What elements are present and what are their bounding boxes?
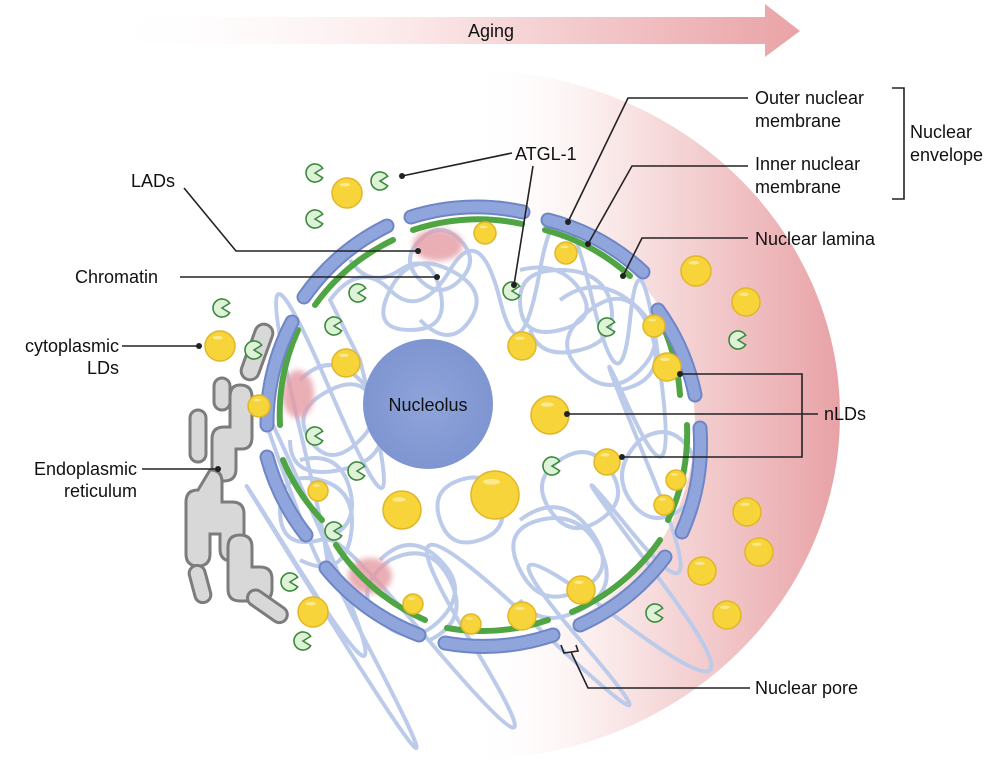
atgl1-protein-icon: [305, 163, 324, 183]
nuclear-membrane: [259, 199, 709, 654]
er-segment: [246, 588, 289, 625]
label-cytoplasmic-lds-1: cytoplasmic: [25, 336, 119, 356]
leader-outer-membrane: [567, 97, 748, 223]
lipid-droplet: [744, 537, 774, 567]
atgl1-protein-icon: [280, 572, 299, 592]
atgl1-protein-icon: [324, 521, 343, 541]
lipid-droplet: [331, 348, 361, 378]
label-cytoplasmic-lds-2: LDs: [87, 358, 119, 378]
atgl1-protein-icon: [305, 426, 324, 446]
leader-nlds-bracket: [622, 373, 803, 458]
lipid-droplet: [507, 601, 537, 631]
aging-arrow: Aging: [100, 4, 800, 57]
atgl1-protein-icon: [347, 461, 366, 481]
nucleolus: [363, 339, 493, 469]
atgl1-protein-icon: [244, 340, 263, 360]
leader-lines: [122, 87, 905, 689]
lipid-droplets: [204, 177, 774, 635]
nucleolus-label: Nucleolus: [388, 395, 467, 415]
lipid-droplet: [680, 255, 712, 287]
label-atgl1: ATGL-1: [515, 144, 577, 164]
lad-blob: [348, 558, 392, 594]
atgl1-protein-icon: [324, 316, 343, 336]
label-inner-membrane-1: Inner nuclear: [755, 154, 860, 174]
lipid-droplet: [712, 600, 742, 630]
lipid-droplet: [204, 330, 236, 362]
label-er-1: Endoplasmic: [34, 459, 137, 479]
lipid-droplet: [507, 331, 537, 361]
atgl1-protein-icon: [597, 317, 616, 337]
lipid-droplet: [473, 221, 497, 245]
lipid-droplet: [307, 480, 329, 502]
atgl1-protein-icon: [728, 330, 747, 350]
atgl1-protein-icon: [305, 209, 324, 229]
label-er-2: reticulum: [64, 481, 137, 501]
lipid-droplet: [382, 490, 422, 530]
lipid-droplet: [665, 469, 687, 491]
bracket-nuclear-envelope: [892, 87, 905, 200]
lad-blob: [282, 370, 314, 418]
lipid-droplet: [653, 494, 675, 516]
label-nuclear-pore: Nuclear pore: [755, 678, 858, 698]
lipid-droplet: [470, 470, 520, 520]
leader-nuclear-lamina: [622, 237, 748, 277]
lipid-droplet: [687, 556, 717, 586]
atgl1-protein-icon: [370, 171, 389, 191]
leader-atgl1-inner: [513, 165, 534, 286]
label-outer-membrane-1: Outer nuclear: [755, 88, 864, 108]
lipid-droplet: [732, 497, 762, 527]
atgl1-protein-icon: [293, 631, 312, 651]
label-lads: LADs: [131, 171, 175, 191]
er-segment: [187, 563, 213, 605]
label-nuclear-lamina: Nuclear lamina: [755, 229, 876, 249]
lipid-droplet: [297, 596, 329, 628]
er-segment: [212, 376, 232, 412]
lipid-droplet: [566, 575, 596, 605]
label-nlds: nLDs: [824, 404, 866, 424]
lipid-droplet: [652, 352, 682, 382]
lipid-droplet: [530, 395, 570, 435]
label-chromatin: Chromatin: [75, 267, 158, 287]
er-segment: [210, 383, 254, 483]
label-nuclear-envelope-1: Nuclear: [910, 122, 972, 142]
leader-lads: [183, 187, 418, 252]
atgl1-protein-icon: [348, 283, 367, 303]
aging-arrow-shape: [100, 4, 800, 57]
atgl1-protein-icon: [645, 603, 664, 623]
label-outer-membrane-2: membrane: [755, 111, 841, 131]
lipid-droplet: [731, 287, 761, 317]
er-segment: [188, 408, 208, 464]
leader-atgl1: [401, 152, 513, 177]
atgl1-proteins: [212, 163, 747, 651]
atgl1-protein-icon: [542, 456, 561, 476]
lipid-droplet: [593, 448, 621, 476]
atgl1-protein-icon: [212, 298, 231, 318]
lipid-droplet: [642, 314, 666, 338]
label-inner-membrane-2: membrane: [755, 177, 841, 197]
lipid-droplet: [554, 241, 578, 265]
lipid-droplet: [331, 177, 363, 209]
lipid-droplet: [402, 593, 424, 615]
leader-inner-membrane: [587, 165, 748, 245]
lads: [282, 229, 463, 594]
labels: ATGL-1 LADs Chromatin cytoplasmic LDs En…: [25, 88, 983, 698]
aging-label: Aging: [468, 21, 514, 41]
lipid-droplet: [460, 613, 482, 635]
nuclear-lamina: [276, 216, 691, 634]
leader-nuclear-pore: [570, 651, 750, 689]
lipid-droplet: [247, 394, 271, 418]
label-nuclear-envelope-2: envelope: [910, 145, 983, 165]
lad-blob: [413, 229, 463, 261]
